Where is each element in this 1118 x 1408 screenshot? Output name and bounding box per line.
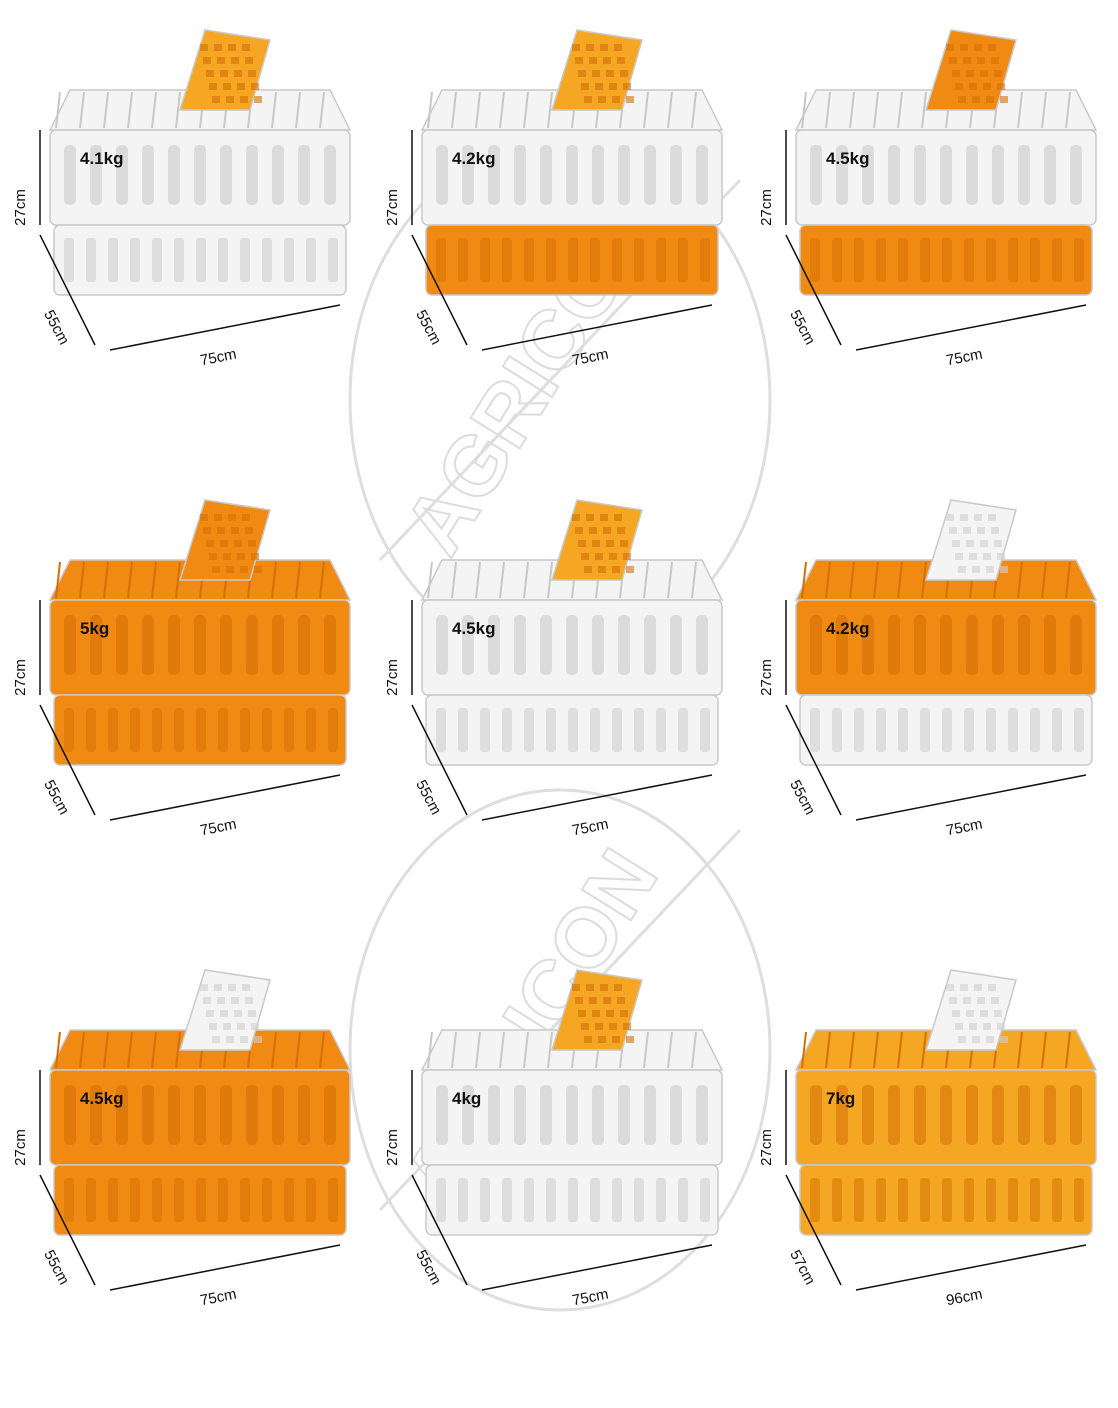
crate-lid[interactable]: [178, 499, 271, 581]
crate-lid[interactable]: [178, 969, 271, 1051]
length-arrow: [855, 1244, 1087, 1291]
length-arrow: [481, 1244, 713, 1291]
crate-illustration: [411, 29, 724, 351]
width-arrow: [39, 1174, 96, 1286]
length-arrow: [481, 774, 713, 821]
length-arrow: [855, 304, 1087, 351]
weight-label: 4.5kg: [826, 149, 870, 168]
width-arrow: [411, 1174, 468, 1286]
weight-label: 4.1kg: [80, 149, 124, 168]
weight-label: 7kg: [826, 1089, 856, 1108]
crate-illustration: [39, 499, 352, 821]
weight-label: 5kg: [80, 619, 110, 638]
height-label: 27cm: [757, 659, 775, 696]
width-arrow: [785, 234, 842, 346]
crate-illustration: [785, 969, 1098, 1291]
height-label: 27cm: [11, 1129, 29, 1166]
weight-label: 4.5kg: [452, 619, 496, 638]
width-arrow: [411, 704, 468, 816]
weight-label: 4kg: [452, 1089, 482, 1108]
length-arrow: [109, 304, 341, 351]
crate-illustration: [411, 969, 724, 1291]
width-arrow: [39, 704, 96, 816]
width-arrow: [785, 1174, 842, 1286]
crate-lid[interactable]: [924, 969, 1017, 1051]
length-arrow: [855, 774, 1087, 821]
length-arrow: [481, 304, 713, 351]
crate-illustration: [39, 29, 352, 351]
height-label: 27cm: [11, 659, 29, 696]
height-label: 27cm: [383, 659, 401, 696]
weight-label: 4.2kg: [452, 149, 496, 168]
crate-illustration: [39, 969, 352, 1291]
weight-label: 4.2kg: [826, 619, 870, 638]
height-label: 27cm: [383, 1129, 401, 1166]
crate-illustration: [411, 499, 724, 821]
length-arrow: [109, 774, 341, 821]
crate-lid[interactable]: [550, 499, 643, 581]
crate-lid[interactable]: [550, 29, 643, 111]
height-label: 27cm: [383, 189, 401, 226]
crate-lid[interactable]: [924, 499, 1017, 581]
width-arrow: [785, 704, 842, 816]
crate-lid[interactable]: [924, 29, 1017, 111]
height-label: 27cm: [11, 189, 29, 226]
crate-illustration: [785, 499, 1098, 821]
crate-illustration: [785, 29, 1098, 351]
height-label: 27cm: [757, 1129, 775, 1166]
crate-lid[interactable]: [178, 29, 271, 111]
weight-label: 4.5kg: [80, 1089, 124, 1108]
length-arrow: [109, 1244, 341, 1291]
crate-lid[interactable]: [550, 969, 643, 1051]
width-arrow: [411, 234, 468, 346]
width-arrow: [39, 234, 96, 346]
height-label: 27cm: [757, 189, 775, 226]
